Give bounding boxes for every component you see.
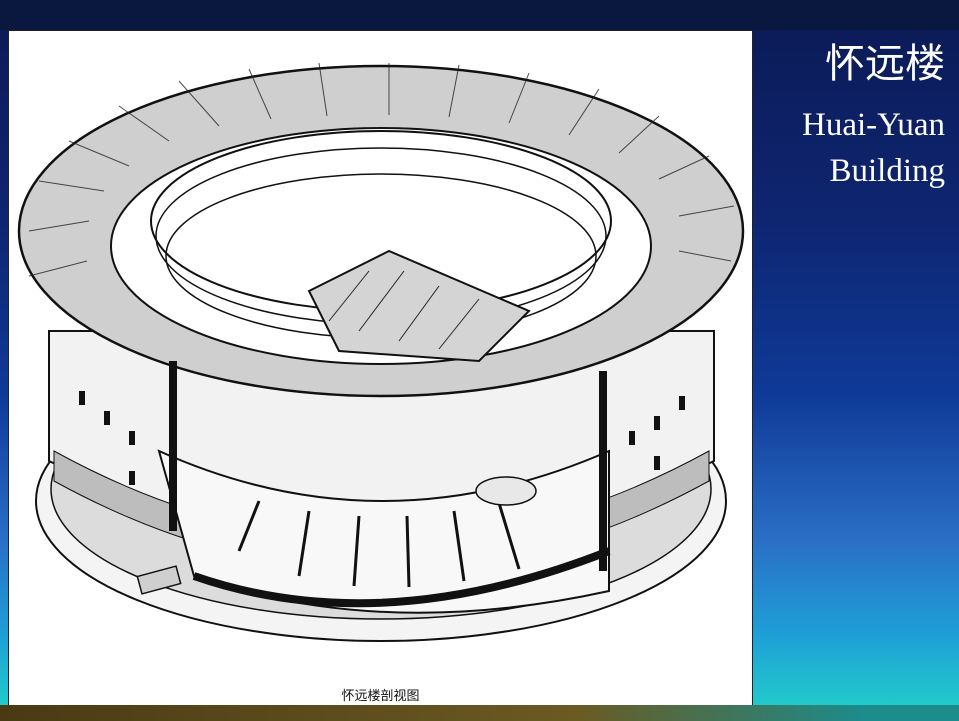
slide-title-english: Huai-Yuan Building bbox=[802, 102, 945, 194]
slide-title-chinese: 怀远楼 bbox=[825, 41, 945, 87]
figure-caption: 怀远楼剖视图 bbox=[341, 689, 420, 704]
slide-title-english-line2: Building bbox=[829, 153, 945, 189]
cutaway-drawing: 怀远楼剖视图 bbox=[8, 30, 753, 710]
tulou-cutaway-illustration bbox=[17, 62, 745, 642]
bottom-bar bbox=[0, 705, 959, 721]
slide-title-english-line1: Huai-Yuan bbox=[802, 107, 945, 143]
top-band bbox=[0, 0, 959, 30]
